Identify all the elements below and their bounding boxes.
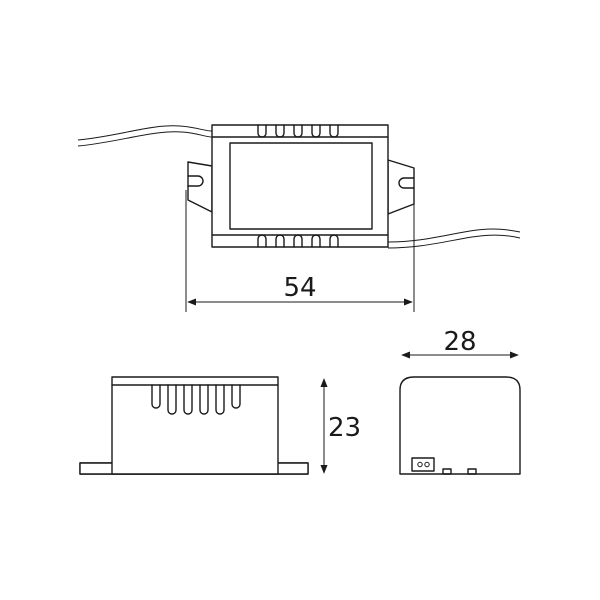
output-wires [387,228,521,249]
input-wires [77,125,213,147]
height-dimension: 23 [320,378,361,474]
housing-top-body [211,124,389,248]
width-dimension: 28 [401,327,519,359]
height-label: 23 [328,413,361,443]
housing-end-body [399,376,521,475]
top-view: 54 [77,124,521,312]
end-tab-left [442,468,452,475]
connector [411,457,435,472]
length-label: 54 [283,273,316,303]
end-view: 28 [399,327,521,475]
end-tab-right [467,468,477,475]
housing-side-body [111,376,279,475]
width-label: 28 [443,327,476,357]
left-mounting-ear [187,161,213,213]
right-mounting-ear [387,159,415,215]
side-ribs [151,384,241,415]
length-dimension: 54 [185,190,415,312]
bottom-ribs [257,234,339,248]
side-view: 23 [79,376,361,475]
top-ribs [257,124,339,138]
label-panel [229,142,373,230]
